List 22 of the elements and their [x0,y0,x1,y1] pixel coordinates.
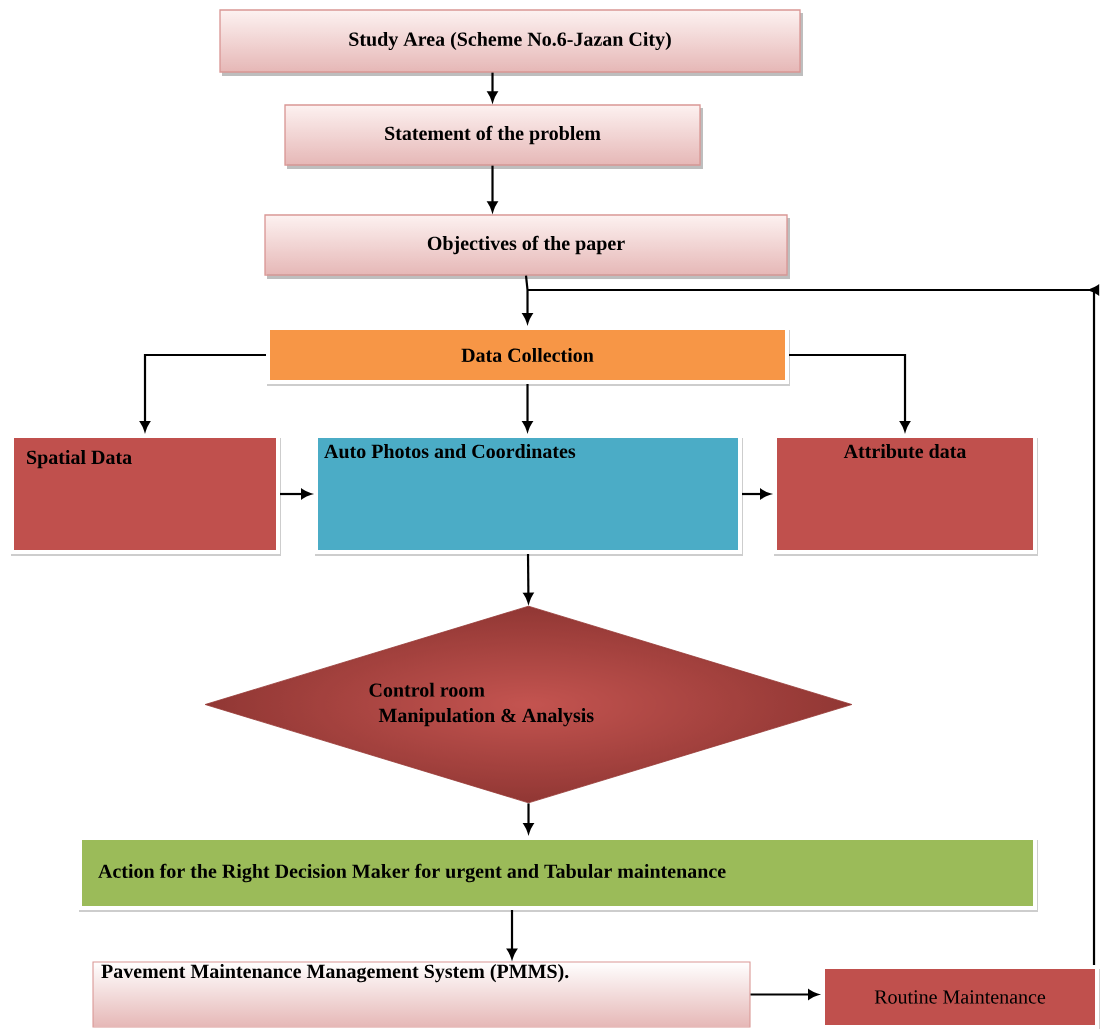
arrow [522,384,533,432]
arrow [280,489,312,499]
process-box: Routine Maintenance [821,965,1100,1029]
process-box: Pavement Maintenance Management System (PMMS). [92,961,751,1028]
arrow [140,353,266,432]
arrow [487,72,498,102]
arrow [750,989,819,1000]
process-box: Objectives of the paper [264,214,790,279]
process-box: Data Collection [266,326,790,386]
process-box: Action for the Right Decision Maker for urgent and Tabular maintenance [78,836,1038,912]
arrow [487,165,498,212]
arrow [527,285,1100,965]
arrow [742,489,771,499]
arrow [522,290,533,324]
process-box: Attribute data [773,434,1038,556]
process-box: Statement of the problem [284,104,703,169]
arrow [507,910,517,959]
process-box: Study Area (Scheme No.6-Jazan City) [219,9,803,76]
process-box: Auto Photos and Coordinates [314,434,743,556]
arrow [523,803,534,834]
arrow [789,353,910,432]
process-box: Spatial Data [10,434,281,556]
